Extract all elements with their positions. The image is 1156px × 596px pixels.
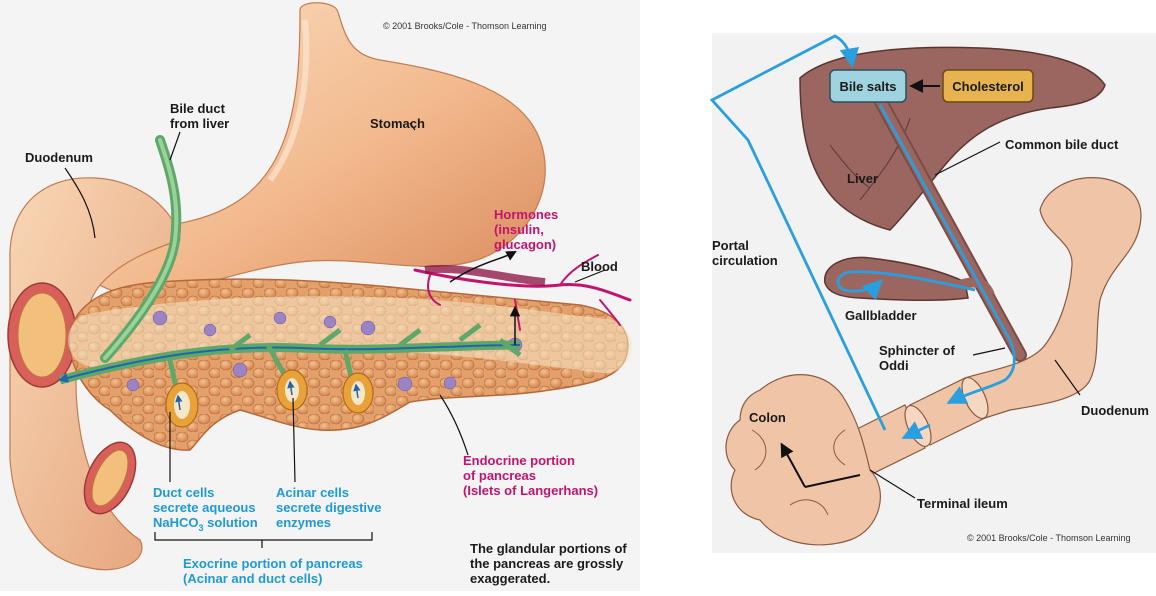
- duct-cells-label-1: Duct cells: [153, 485, 214, 500]
- pancreas-figure: © 2001 Brooks/Cole - Thomson Learning Bi…: [0, 0, 640, 591]
- colon-label: Colon: [749, 410, 786, 425]
- common-bile-duct-label: Common bile duct: [1005, 137, 1119, 152]
- bile-duct-label-2: from liver: [170, 116, 229, 131]
- endocrine-label-3: (Islets of Langerhans): [463, 483, 598, 498]
- terminal-ileum-label: Terminal ileum: [917, 496, 1008, 511]
- sphincter-label-2: Oddi: [879, 358, 909, 373]
- bile-flow-paths: [709, 34, 1016, 440]
- hormones-label-1: Hormones: [494, 207, 558, 222]
- colon-shape: [725, 374, 881, 546]
- sphincter-label-1: Sphincter of: [879, 343, 956, 358]
- duodenum-label-left: Duodenum: [25, 150, 93, 165]
- duct-cells-label-3: NaHCO3 solution: [153, 515, 258, 533]
- left-copyright: © 2001 Brooks/Cole - Thomson Learning: [383, 21, 547, 31]
- acinar-clusters: [165, 369, 374, 428]
- portal-label-1: Portal: [712, 238, 749, 253]
- stomach-shape: [86, 2, 546, 296]
- exocrine-label-2: (Acinar and duct cells): [183, 571, 322, 586]
- duct-cells-label-2: secrete aqueous: [153, 500, 256, 515]
- duodenum-loop: [964, 177, 1142, 419]
- blood-label: Blood: [581, 259, 618, 274]
- bile-salts-box: [829, 69, 907, 103]
- endocrine-label-1: Endocrine portion: [463, 453, 575, 468]
- exocrine-label-1: Exocrine portion of pancreas: [183, 556, 363, 571]
- gallbladder-label: Gallbladder: [845, 308, 917, 323]
- duodenum-label-right: Duodenum: [1081, 403, 1149, 418]
- note-label-2: the pancreas are grossly: [470, 556, 624, 571]
- bile-circulation-figure: Bile salts Cholesterol Common bile duct …: [709, 33, 1156, 553]
- hormones-label-2: (insulin,: [494, 222, 544, 237]
- acinar-cells-label-1: Acinar cells: [276, 485, 349, 500]
- cholesterol-box: [942, 69, 1034, 103]
- bile-salts-label: Bile salts: [839, 79, 896, 94]
- bile-duct-label-1: Bile duct: [170, 101, 226, 116]
- portal-label-2: circulation: [712, 253, 778, 268]
- stomach-label: Stomach: [370, 116, 425, 131]
- note-label-3: exaggerated.: [470, 571, 550, 586]
- hormones-label-3: glucagon): [494, 237, 556, 252]
- endocrine-label-2: of pancreas: [463, 468, 536, 483]
- acinar-cells-label-2: secrete digestive: [276, 500, 382, 515]
- note-label-1: The glandular portions of: [470, 541, 627, 556]
- acinar-cells-label-3: enzymes: [276, 515, 331, 530]
- liver-label: Liver: [847, 171, 878, 186]
- cholesterol-label: Cholesterol: [952, 79, 1024, 94]
- right-copyright: © 2001 Brooks/Cole - Thomson Learning: [967, 533, 1131, 543]
